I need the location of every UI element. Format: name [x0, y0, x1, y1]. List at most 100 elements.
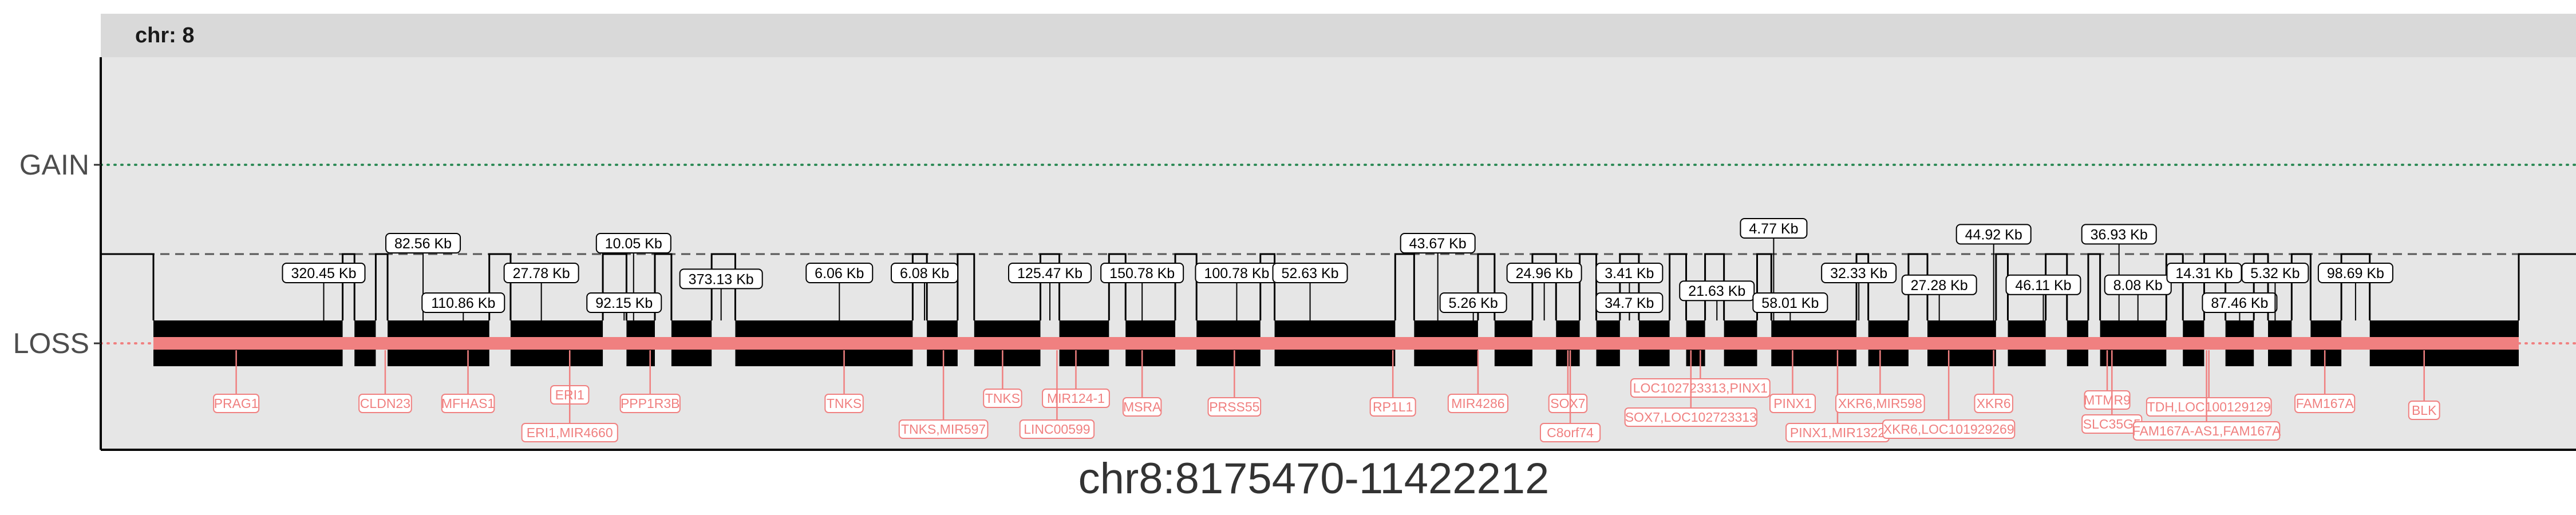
size-label-1: 320.45 Kb [291, 266, 357, 282]
gene-label-7: TNKS [827, 396, 862, 411]
gene-label-box-6 [619, 394, 681, 413]
size-label-box-9 [891, 263, 959, 283]
gene-label-21: PINX1,MIR1322 [1790, 425, 1885, 440]
gene-label-box-19 [1624, 407, 1757, 427]
gene-label-box-29 [2294, 394, 2356, 413]
size-label-3: 110.86 Kb [431, 295, 495, 311]
size-label-box-10 [1008, 263, 1092, 283]
gene-label-27: TDH,LOC100129129 [2147, 399, 2271, 414]
size-label-box-24 [1955, 224, 2032, 245]
gene-label-box-14 [1369, 397, 1416, 417]
gene-label-12: MSRA [1123, 399, 1161, 414]
size-label-box-8 [805, 263, 874, 283]
size-label-box-30 [2241, 263, 2309, 283]
size-label-9: 6.08 Kb [900, 266, 949, 282]
size-label-10: 125.47 Kb [1017, 266, 1082, 282]
size-label-17: 3.41 Kb [1605, 266, 1654, 282]
gene-label-17: C8orf74 [1547, 425, 1594, 440]
gene-label-11: LINC00599 [1024, 422, 1090, 437]
segment-outline [101, 253, 2576, 320]
gene-label-23: XKR6,LOC101929269 [1883, 422, 2014, 437]
gene-label-box-27 [2146, 397, 2272, 417]
y-tick-label-gain: GAIN [19, 149, 89, 181]
gene-label-box-9 [983, 389, 1022, 408]
size-label-21: 58.01 Kb [1761, 295, 1819, 311]
size-label-box-13 [1272, 263, 1348, 283]
size-label-box-16 [1506, 263, 1582, 283]
size-label-24: 44.92 Kb [1965, 227, 2022, 243]
gene-label-box-16 [1548, 394, 1588, 413]
gene-label-box-20 [1769, 394, 1816, 413]
gene-label-box-17 [1539, 423, 1601, 442]
size-label-16: 24.96 Kb [1516, 266, 1573, 282]
gene-label-26: SLC35G5 [2083, 417, 2141, 431]
size-label-box-31 [2317, 263, 2393, 283]
gene-label-box-24 [1974, 394, 2013, 413]
gene-label-3: MFHAS1 [441, 396, 495, 411]
size-label-13: 52.63 Kb [1282, 266, 1339, 282]
size-label-12: 100.78 Kb [1204, 266, 1269, 282]
gene-label-8: TNKS,MIR597 [901, 422, 986, 437]
size-label-box-29 [2202, 292, 2278, 313]
gene-label-1: PRAG1 [214, 396, 259, 411]
gene-label-14: RP1L1 [1373, 399, 1413, 414]
gene-label-15: MIR4286 [1451, 396, 1504, 411]
gene-label-30: BLK [2412, 403, 2437, 418]
gene-label-box-11 [1019, 419, 1095, 439]
gene-label-19: SOX7,LOC102723313 [1625, 410, 1757, 425]
size-label-box-14 [1400, 233, 1476, 253]
gene-band [153, 337, 2519, 350]
size-label-18: 34.7 Kb [1605, 295, 1654, 311]
size-label-20: 4.77 Kb [1749, 221, 1798, 237]
size-label-box-7 [679, 268, 763, 290]
gene-label-box-30 [2408, 401, 2440, 420]
size-label-26: 36.93 Kb [2091, 227, 2148, 243]
size-label-2: 82.56 Kb [394, 236, 452, 252]
size-label-box-6 [586, 292, 662, 313]
size-label-box-23 [1901, 274, 1977, 295]
gene-label-box-15 [1447, 394, 1509, 413]
gene-label-box-25 [2084, 390, 2131, 410]
gene-label-box-1 [213, 394, 260, 413]
size-label-box-17 [1595, 263, 1664, 283]
size-label-box-18 [1595, 292, 1664, 313]
size-label-29: 87.46 Kb [2211, 295, 2268, 311]
size-label-box-22 [1821, 263, 1897, 283]
gene-label-20: PINX1 [1773, 396, 1811, 411]
size-label-6: 92.15 Kb [595, 295, 653, 311]
gene-label-29: FAM167A [2296, 396, 2354, 411]
size-label-27: 8.08 Kb [2113, 278, 2163, 294]
facet-strip-label: chr: 8 [135, 23, 194, 47]
strip-background [101, 14, 2576, 57]
loss-segments [101, 253, 2576, 366]
size-label-box-26 [2081, 224, 2157, 245]
size-label-22: 32.33 Kb [1830, 266, 1887, 282]
gene-label-5: ERI1,MIR4660 [527, 425, 613, 440]
gene-label-box-8 [898, 419, 989, 439]
size-label-4: 27.78 Kb [513, 266, 570, 282]
gene-label-25: MTMR9 [2084, 393, 2131, 407]
gene-label-24: XKR6 [1977, 396, 2011, 411]
gene-label-box-5 [521, 423, 618, 442]
size-label-box-21 [1752, 292, 1828, 313]
gene-label-box-2 [358, 394, 412, 413]
axes: GAIN LOSS [13, 57, 2576, 451]
gene-label-box-22 [1835, 394, 1925, 413]
gene-label-13: PRSS55 [1209, 399, 1259, 414]
size-label-7: 373.13 Kb [689, 271, 754, 287]
size-label-28: 14.31 Kb [2175, 266, 2233, 282]
size-label-25: 46.11 Kb [2015, 278, 2071, 294]
y-tick-label-loss: LOSS [13, 327, 89, 359]
size-label-30: 5.32 Kb [2250, 266, 2300, 282]
x-axis-title: chr8:8175470-11422212 [1078, 454, 1550, 503]
size-label-box-2 [385, 233, 461, 253]
size-label-31: 98.69 Kb [2327, 266, 2384, 282]
size-label-box-25 [2005, 274, 2081, 295]
size-label-15: 5.26 Kb [1449, 295, 1498, 311]
size-label-19: 21.63 Kb [1688, 283, 1745, 299]
gene-label-16: SOX7 [1550, 396, 1585, 411]
gene-label-22: XKR6,MIR598 [1838, 396, 1922, 411]
size-label-23: 27.28 Kb [1911, 278, 1968, 294]
